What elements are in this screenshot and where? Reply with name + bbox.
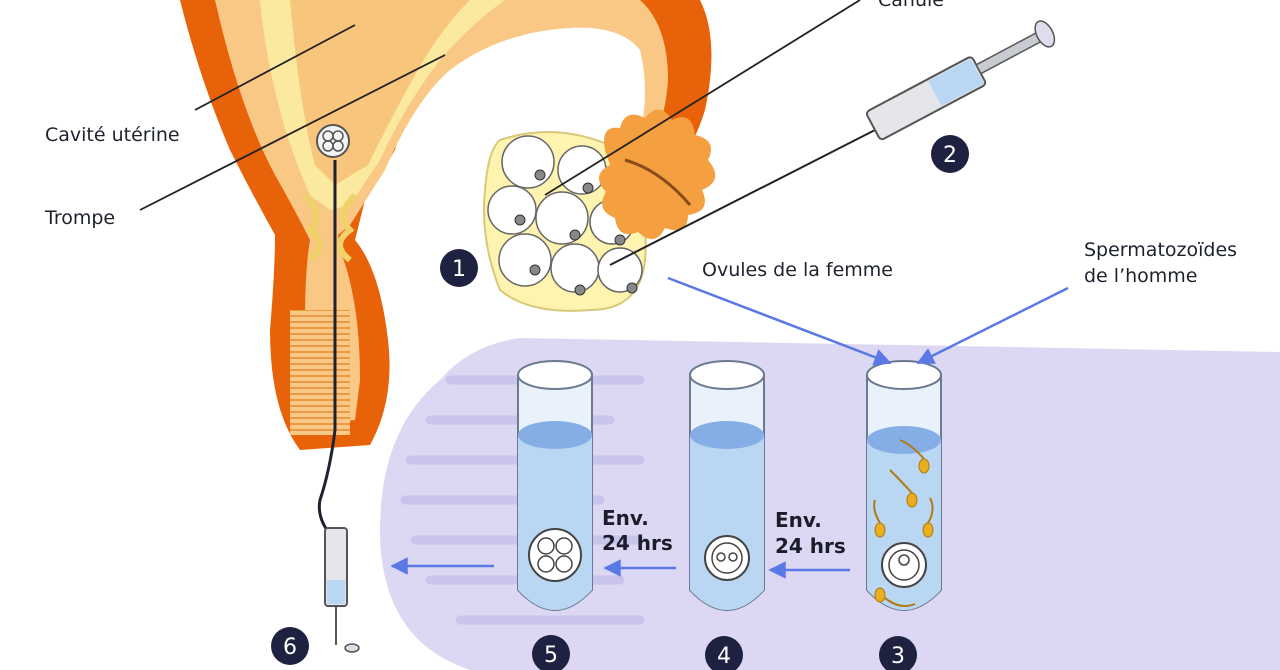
duration-2-line2: 24 hrs xyxy=(775,534,846,558)
egg-with-sperm xyxy=(881,542,927,588)
duration-2-line1: Env. xyxy=(775,508,822,532)
duration-1-line2: 24 hrs xyxy=(602,531,673,555)
step-badge-2: 2 xyxy=(931,135,969,173)
process-arrows xyxy=(390,276,1069,579)
duration-1-line1: Env. xyxy=(602,506,649,530)
transfer-syringe xyxy=(324,527,360,653)
label-top-cut: Canule xyxy=(878,0,944,11)
sperm-cells xyxy=(873,439,934,607)
step-badge-6: 6 xyxy=(271,627,309,665)
svg-text:2: 2 xyxy=(943,143,957,168)
label-spermatozoides-1: Spermatozoïdes xyxy=(1084,239,1237,261)
label-trompe: Trompe xyxy=(44,207,115,229)
svg-text:4: 4 xyxy=(717,644,731,669)
step-badge-4: 4 xyxy=(705,636,743,670)
embryo-four-cell xyxy=(528,528,582,582)
step-badge-5: 5 xyxy=(532,635,570,670)
aspiration-syringe xyxy=(609,20,1056,266)
catheter-tube xyxy=(317,160,337,542)
leader-lines xyxy=(139,0,861,211)
label-spermatozoides-2: de l’homme xyxy=(1084,265,1197,287)
fimbriae xyxy=(598,109,716,240)
svg-text:1: 1 xyxy=(452,257,466,282)
step-badge-3: 3 xyxy=(879,636,917,670)
fertilized-egg xyxy=(704,535,750,581)
label-cavite-uterine: Cavité utérine xyxy=(45,124,180,146)
implanted-embryo xyxy=(316,124,350,158)
step-badge-1: 1 xyxy=(440,249,478,287)
svg-text:3: 3 xyxy=(891,644,905,669)
label-ovules: Ovules de la femme xyxy=(702,259,893,281)
svg-text:6: 6 xyxy=(283,635,297,660)
svg-text:5: 5 xyxy=(544,643,558,668)
